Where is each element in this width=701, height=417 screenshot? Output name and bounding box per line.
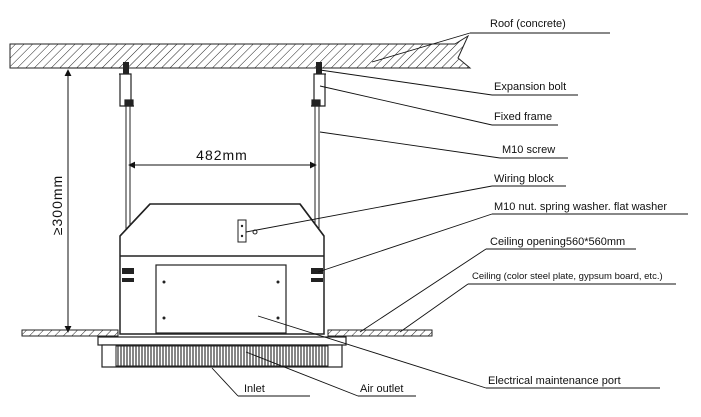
air-outlet-label: Air outlet <box>360 383 403 395</box>
fixed-frame-label: Fixed frame <box>494 111 552 123</box>
height-dimension-label: ≥300mm <box>49 175 65 235</box>
m10-nuts <box>122 268 323 282</box>
ceiling-opening-label: Ceiling opening560*560mm <box>490 236 625 248</box>
height-dimension <box>60 67 122 333</box>
wiring-block <box>237 219 258 243</box>
m10-nut-label: M10 nut. spring washer. flat washer <box>494 201 667 213</box>
maintenance-port <box>155 264 287 334</box>
fixed-frames <box>119 73 326 107</box>
wiring-block-label: Wiring block <box>494 173 554 185</box>
ceiling-label: Ceiling (color steel plate, gypsum board… <box>472 271 663 282</box>
width-dimension-label: 482mm <box>196 147 248 163</box>
air-outlet-panel <box>97 336 347 368</box>
m10-screw-label: M10 screw <box>502 144 555 156</box>
inlet-label: Inlet <box>244 383 265 395</box>
ceiling-plates <box>21 329 433 337</box>
expansion-bolts <box>123 62 322 74</box>
leader-lines <box>211 32 688 397</box>
roof-slab <box>9 34 472 69</box>
roof-label: Roof (concrete) <box>490 18 566 30</box>
expansion-bolt-label: Expansion bolt <box>494 81 566 93</box>
electrical-port-label: Electrical maintenance port <box>488 375 621 387</box>
